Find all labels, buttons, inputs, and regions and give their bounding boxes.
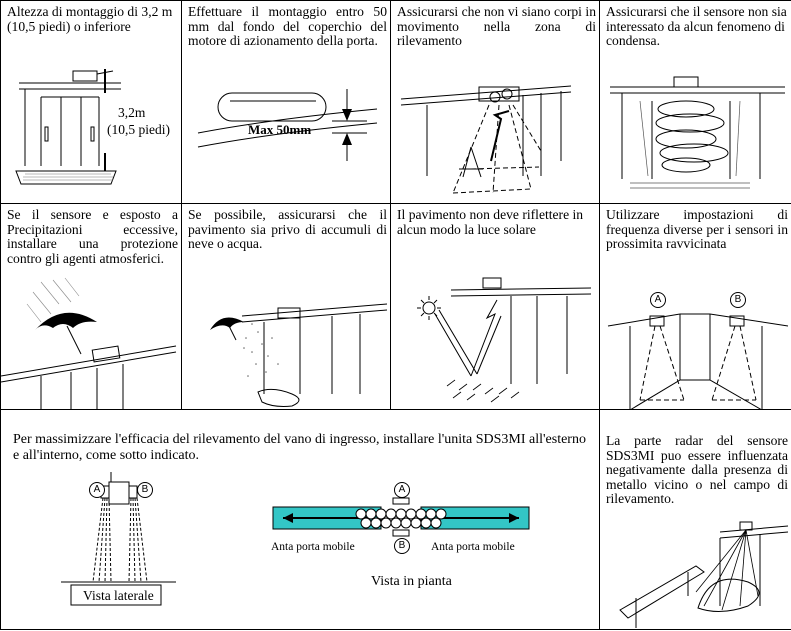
no-moving-objects-text: Assicurarsi che non vi siano corpi in mo…	[397, 4, 596, 48]
height-metric-label: 3,2m	[118, 105, 146, 120]
install-inside-outside-text: Per massimizzare l'efficacia del rilevam…	[13, 432, 586, 463]
mounting-height-illustration	[1, 1, 182, 204]
cell-frequency-settings: Utilizzare impostazioni di frequenza div…	[599, 203, 791, 410]
plan-view-mark-a: A	[394, 482, 410, 498]
height-feet-label: (10,5 piedi)	[107, 122, 170, 137]
door-left-label: Anta porta mobile	[271, 541, 355, 553]
side-view-mark-b: B	[137, 482, 153, 498]
plan-view-label: Vista in pianta	[371, 574, 452, 589]
snow-water-illustration	[182, 204, 391, 410]
metal-interference-illustration	[600, 410, 791, 631]
no-moving-objects-illustration	[391, 1, 600, 204]
snow-water-text: Se possibile, assicurarsi che il pavimen…	[188, 207, 387, 251]
door-right-label: Anta porta mobile	[431, 541, 515, 553]
side-view-mark-a: A	[89, 482, 105, 498]
plan-view-mark-b: B	[394, 538, 410, 554]
cell-weather-protection: Se il sensore e esposto a Precipitazioni…	[0, 203, 182, 410]
condensation-text: Assicurarsi che il sensore non sia inter…	[606, 4, 787, 48]
sensor-a-mark: A	[650, 292, 666, 308]
weather-protection-text: Se il sensore e esposto a Precipitazioni…	[7, 207, 178, 266]
cell-condensation: Assicurarsi che il sensore non sia inter…	[599, 0, 791, 203]
cell-metal-interference: La parte radar del sensore SDS3MI puo es…	[599, 409, 791, 630]
plan-view-illustration	[1, 410, 600, 631]
mounting-distance-illustration	[182, 1, 391, 204]
cell-no-sun-reflection: Il pavimento non deve riflettere in alcu…	[390, 203, 599, 409]
frequency-settings-text: Utilizzare impostazioni di frequenza div…	[606, 207, 788, 251]
no-sun-reflection-illustration	[391, 204, 600, 410]
metal-interference-text: La parte radar del sensore SDS3MI puo es…	[606, 433, 788, 506]
cell-snow-water: Se possibile, assicurarsi che il pavimen…	[181, 203, 390, 409]
weather-protection-illustration	[1, 204, 182, 410]
condensation-illustration	[600, 1, 791, 204]
cell-no-moving-objects: Assicurarsi che non vi siano corpi in mo…	[390, 0, 599, 203]
side-view-label: Vista laterale	[83, 588, 154, 603]
mounting-height-text: Altezza di montaggio di 3,2 m (10,5 pied…	[7, 4, 173, 34]
mounting-distance-text: Effettuare il montaggio entro 50 mm dal …	[188, 4, 387, 48]
cell-install-inside-outside: Per massimizzare l'efficacia del rilevam…	[0, 409, 599, 630]
sensor-b-mark: B	[730, 292, 746, 308]
cell-mounting-height: Altezza di montaggio di 3,2 m (10,5 pied…	[0, 0, 181, 203]
max-50mm-label: Max 50mm	[248, 122, 312, 137]
no-sun-reflection-text: Il pavimento non deve riflettere in alcu…	[397, 207, 584, 237]
side-view-illustration	[1, 410, 201, 631]
frequency-settings-illustration	[600, 204, 791, 410]
cell-mounting-distance: Effettuare il montaggio entro 50 mm dal …	[181, 0, 390, 203]
